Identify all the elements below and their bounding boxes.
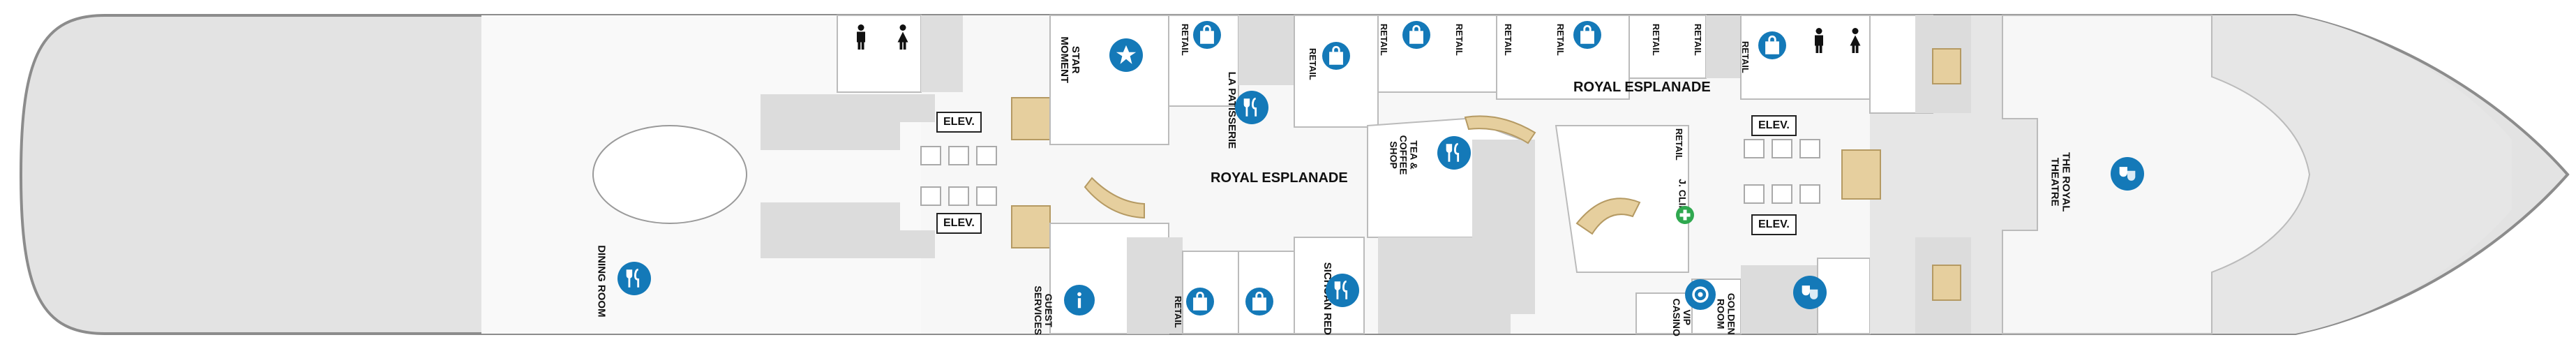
shopping-bag-icon bbox=[1193, 21, 1221, 49]
shopping-bag-icon bbox=[1322, 42, 1350, 70]
stairs bbox=[1011, 97, 1051, 140]
star-icon bbox=[1109, 38, 1143, 72]
dining-oval bbox=[592, 125, 747, 224]
spiral-stair bbox=[1575, 198, 1641, 235]
elevator-label: ELEV. bbox=[936, 213, 982, 234]
guest-services-label: GUEST SERVICES bbox=[1033, 285, 1054, 335]
casino-chip-icon bbox=[1685, 279, 1716, 310]
star-moment-label: STAR MOMENT bbox=[1058, 36, 1082, 84]
shopping-bag-icon bbox=[1573, 21, 1601, 49]
retail-label: RETAIL bbox=[1179, 23, 1190, 56]
coffee-icon bbox=[1437, 136, 1471, 170]
shopping-bag-icon bbox=[1186, 288, 1214, 315]
elevator-label: ELEV. bbox=[1751, 115, 1797, 136]
retail-label: RETAIL bbox=[1673, 128, 1684, 161]
medical-cross-icon bbox=[1676, 206, 1694, 224]
tea-coffee-shop-label: TEA & COFFEE SHOP bbox=[1388, 135, 1420, 175]
retail-label: RETAIL bbox=[1453, 23, 1465, 56]
elevator-label: ELEV. bbox=[936, 112, 982, 133]
retail-label: RETAIL bbox=[1307, 47, 1318, 80]
retail-label: RETAIL bbox=[1739, 40, 1751, 73]
stairs bbox=[1841, 149, 1881, 200]
stairs bbox=[1011, 205, 1051, 248]
shopping-bag-icon bbox=[1402, 21, 1430, 49]
retail-label: RETAIL bbox=[1650, 23, 1661, 56]
retail-label: RETAIL bbox=[1502, 23, 1513, 56]
theatre-masks-icon bbox=[1793, 276, 1827, 309]
spiral-stair bbox=[1464, 115, 1536, 144]
retail-label: RETAIL bbox=[1172, 295, 1183, 328]
theatre-masks-icon bbox=[2111, 157, 2144, 191]
dining-icon bbox=[617, 262, 651, 295]
retail-label: RETAIL bbox=[1692, 23, 1703, 56]
restroom-icon bbox=[1815, 28, 1823, 53]
retail-label: RETAIL bbox=[1555, 23, 1566, 56]
royal-theatre-label: THE ROYAL THEATRE bbox=[2049, 152, 2072, 212]
dining-icon bbox=[1326, 274, 1359, 307]
stairs bbox=[1932, 265, 1961, 301]
royal-esplanade-label: ROYAL ESPLANADE bbox=[1573, 80, 1711, 95]
dining-room-label: DINING ROOM bbox=[595, 245, 608, 318]
stairs bbox=[1932, 48, 1961, 84]
restroom-icon bbox=[1850, 28, 1861, 53]
retail-label: RETAIL bbox=[1378, 23, 1389, 56]
royal-esplanade-label: ROYAL ESPLANADE bbox=[1211, 170, 1348, 186]
dining-icon bbox=[1235, 91, 1268, 124]
golden-room-label: GOLDEN ROOM bbox=[1715, 292, 1737, 335]
restroom-icon bbox=[897, 24, 908, 50]
restroom-icon bbox=[857, 24, 865, 50]
shopping-bag-icon bbox=[1245, 288, 1273, 315]
spiral-stair bbox=[1084, 177, 1145, 219]
shopping-bag-icon bbox=[1758, 31, 1786, 59]
info-icon bbox=[1064, 285, 1095, 315]
elevator-label: ELEV. bbox=[1751, 214, 1797, 235]
theatre-seating bbox=[2002, 15, 2311, 334]
